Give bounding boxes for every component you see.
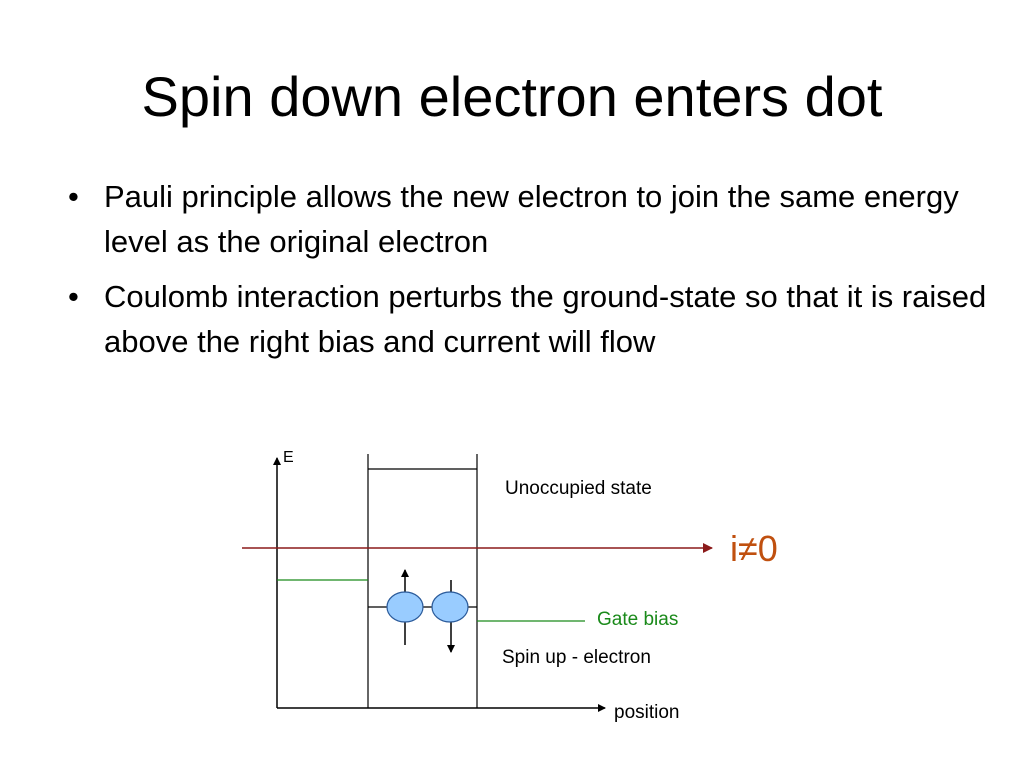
spin-label: Spin up - electron	[502, 647, 651, 668]
bullet-text: Coulomb interaction perturbs the ground-…	[104, 279, 987, 359]
bullet-dot-icon: •	[68, 279, 79, 314]
spin-up-electron	[386, 591, 424, 623]
gate-bias-label: Gate bias	[597, 609, 678, 630]
bullet-list: • Pauli principle allows the new electro…	[68, 174, 988, 374]
position-axis-label: position	[614, 702, 680, 723]
spin-down-electron	[431, 591, 469, 623]
current-label: i≠0	[730, 528, 778, 569]
bullet-item-pauli: • Pauli principle allows the new electro…	[68, 174, 988, 264]
energy-axis-label: E	[283, 449, 294, 466]
bullet-item-coulomb: • Coulomb interaction perturbs the groun…	[68, 274, 988, 364]
unoccupied-state-label: Unoccupied state	[505, 478, 652, 499]
bullet-text: Pauli principle allows the new electron …	[104, 179, 959, 259]
bullet-dot-icon: •	[68, 179, 79, 214]
slide-title: Spin down electron enters dot	[141, 65, 883, 128]
